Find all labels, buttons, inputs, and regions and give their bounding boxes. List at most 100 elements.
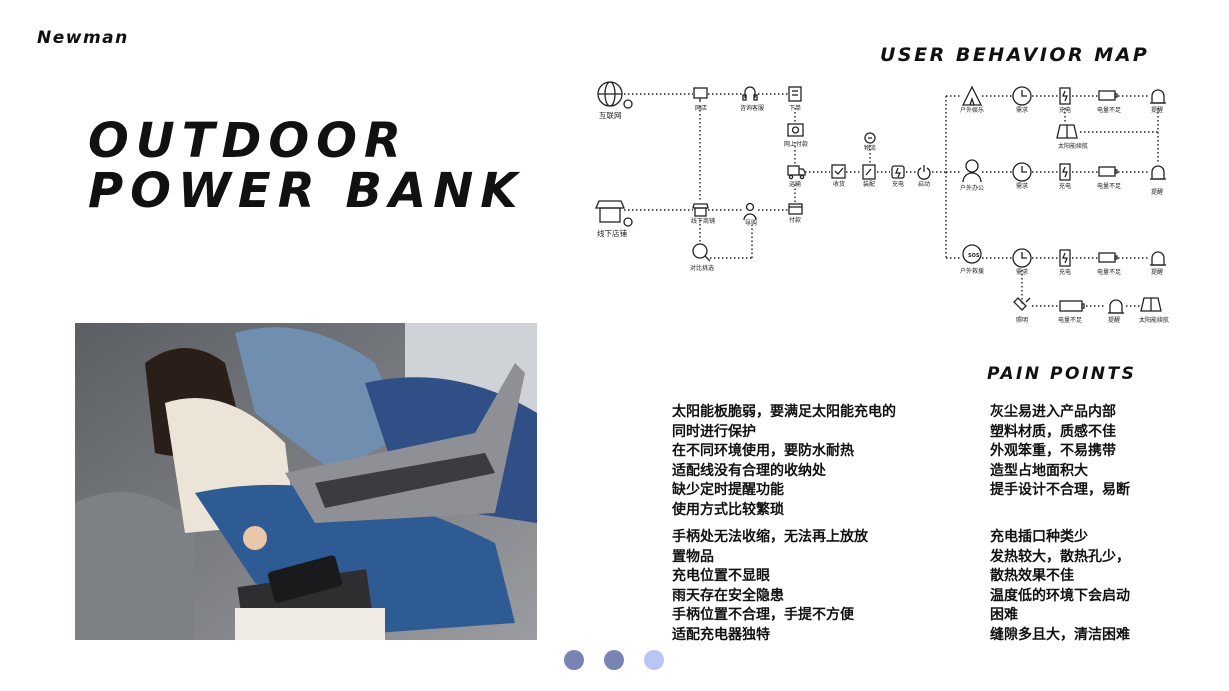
pain-points-col2-a: 灰尘易进入产品内部塑料材质，质感不佳外观笨重，不易携带造型占地面积大提手设计不合… (990, 403, 1130, 501)
bell-icon (1150, 165, 1166, 180)
label-order: 下单 (789, 104, 801, 112)
page-dot-1[interactable] (564, 650, 584, 670)
pain-point-line: 手柄处无法收缩，无法再上放放 (672, 529, 868, 545)
label-start: 启动 (918, 180, 930, 188)
pain-point-line: 太阳能板脆弱，要满足太阳能充电的 (672, 404, 896, 420)
label-lighting: 照明 (1016, 317, 1028, 324)
clock-icon (1012, 248, 1032, 268)
label-receive: 收货 (833, 180, 845, 188)
sos-icon (962, 244, 982, 264)
bell-icon (1150, 89, 1166, 104)
page-dot-2[interactable] (604, 650, 624, 670)
label-sos: SOS (968, 253, 980, 259)
label-outdoor-rescue: 户外救援 (960, 267, 984, 275)
assemble-icon (862, 164, 876, 180)
battery-low-icon (1098, 166, 1118, 177)
headset-icon (742, 86, 758, 101)
label-low-battery: 电量不足 (1097, 106, 1121, 114)
label-solar: 太阳能续航 (1139, 316, 1169, 324)
label-offline-store: 线下商铺 (691, 217, 715, 225)
solar-panel-icon (1140, 297, 1162, 312)
label-outdoor-work: 户外办公 (960, 184, 984, 192)
pain-point-line: 充电插口种类少 (990, 529, 1088, 545)
label-low-battery: 电量不足 (1097, 268, 1121, 276)
pain-point-line: 困难 (990, 607, 1018, 623)
pain-point-line: 适配充电器独特 (672, 626, 770, 643)
label-remind: 提醒 (1151, 188, 1163, 196)
online-pay-icon (787, 123, 804, 137)
label-internet: 互联网 (599, 111, 622, 120)
logistics-icon (864, 132, 876, 144)
label-low-battery: 电量不足 (1097, 182, 1121, 190)
pay-icon (788, 203, 803, 215)
pain-point-line: 塑料材质，质感不佳 (990, 423, 1116, 440)
receive-icon (831, 164, 846, 179)
label-need: 需求 (1016, 182, 1028, 190)
pain-point-line: 手柄位置不合理，手提不方便 (672, 607, 854, 623)
charge-icon (891, 165, 905, 179)
label-low-battery: 电量不足 (1058, 316, 1082, 324)
label-pay: 付款 (789, 216, 801, 224)
pain-point-line: 同时进行保护 (672, 423, 756, 440)
page-dot-3[interactable] (644, 650, 664, 670)
globe-icon (597, 81, 633, 109)
pain-points-col2-b: 充电插口种类少发热较大，散热孔少，散热效果不佳温度低的环境下会启动困难缝隙多且大… (990, 528, 1130, 645)
pain-point-line: 温度低的环境下会启动 (990, 587, 1130, 604)
title-line-1: OUTDOOR (88, 113, 408, 169)
pain-point-line: 使用方式比较繁琐 (672, 501, 784, 518)
title-line-2: POWER BANK (88, 163, 525, 219)
shop-icon (692, 203, 709, 217)
label-remind: 提醒 (1151, 268, 1163, 276)
battery-low-icon (1098, 252, 1118, 263)
pain-point-line: 在不同环境使用，要防水耐热 (672, 443, 854, 459)
pain-point-line: 充电位置不显眼 (672, 568, 770, 584)
pain-point-line: 缺少定时提醒功能 (672, 482, 784, 498)
bell-icon (1150, 251, 1166, 266)
clock-icon (1012, 162, 1032, 182)
battery-charge-icon (1059, 163, 1071, 181)
label-remind: 提醒 (1151, 106, 1163, 114)
monitor-icon (693, 87, 708, 102)
label-charge: 充电 (892, 180, 904, 188)
label-logistics: 物流 (864, 144, 876, 152)
label-guide: 导购 (745, 219, 757, 227)
order-icon (788, 86, 802, 102)
pain-point-line: 缝隙多且大，清洁困难 (990, 626, 1130, 643)
flashlight-icon (1013, 297, 1031, 311)
user-behavior-map: 互联网 网店 咨询客服 下单 网上付款 物流 运输 收货 装配 充电 启动 线下… (595, 81, 1169, 324)
pain-points-col1-a: 太阳能板脆弱，要满足太阳能充电的同时进行保护在不同环境使用，要防水耐热适配线没有… (672, 403, 896, 520)
truck-icon (787, 165, 806, 180)
label-store-online: 网店 (695, 104, 707, 112)
battery-low-icon (1059, 300, 1085, 312)
label-need: 需求 (1016, 268, 1028, 276)
product-photo (75, 323, 537, 640)
battery-charge-icon (1059, 87, 1071, 105)
label-remind: 提醒 (1108, 316, 1120, 324)
label-charge: 充电 (1059, 182, 1071, 190)
label-solar: 太阳能续航 (1058, 142, 1088, 150)
label-compare: 对比挑选 (690, 264, 714, 272)
photo-illustration (75, 323, 537, 640)
clock-icon (1012, 86, 1032, 106)
person-icon (962, 159, 982, 183)
tent-icon (961, 85, 983, 106)
page-title: OUTDOOR POWER BANK (88, 116, 525, 216)
pain-point-line: 外观笨重，不易携带 (990, 443, 1116, 459)
pain-point-line: 灰尘易进入产品内部 (990, 404, 1116, 420)
map-title: USER BEHAVIOR MAP (880, 44, 1150, 66)
battery-charge-icon (1059, 249, 1071, 267)
label-assemble: 装配 (863, 180, 875, 188)
label-service: 咨询客服 (740, 104, 764, 112)
pagination-dots (0, 650, 1229, 672)
label-offline: 线下店铺 (597, 228, 627, 238)
pain-point-line: 造型占地面积大 (990, 462, 1088, 479)
pain-point-line: 置物品 (672, 548, 714, 565)
label-pay-online: 网上付款 (784, 140, 808, 148)
label-outdoor-fun: 户外娱乐 (960, 106, 984, 114)
power-icon (917, 165, 931, 180)
label-transport: 运输 (789, 180, 801, 188)
store-icon (595, 200, 633, 227)
pain-points-title: PAIN POINTS (987, 364, 1137, 384)
pain-point-line: 散热效果不佳 (990, 568, 1074, 584)
brand-logo: Newman (37, 28, 129, 48)
